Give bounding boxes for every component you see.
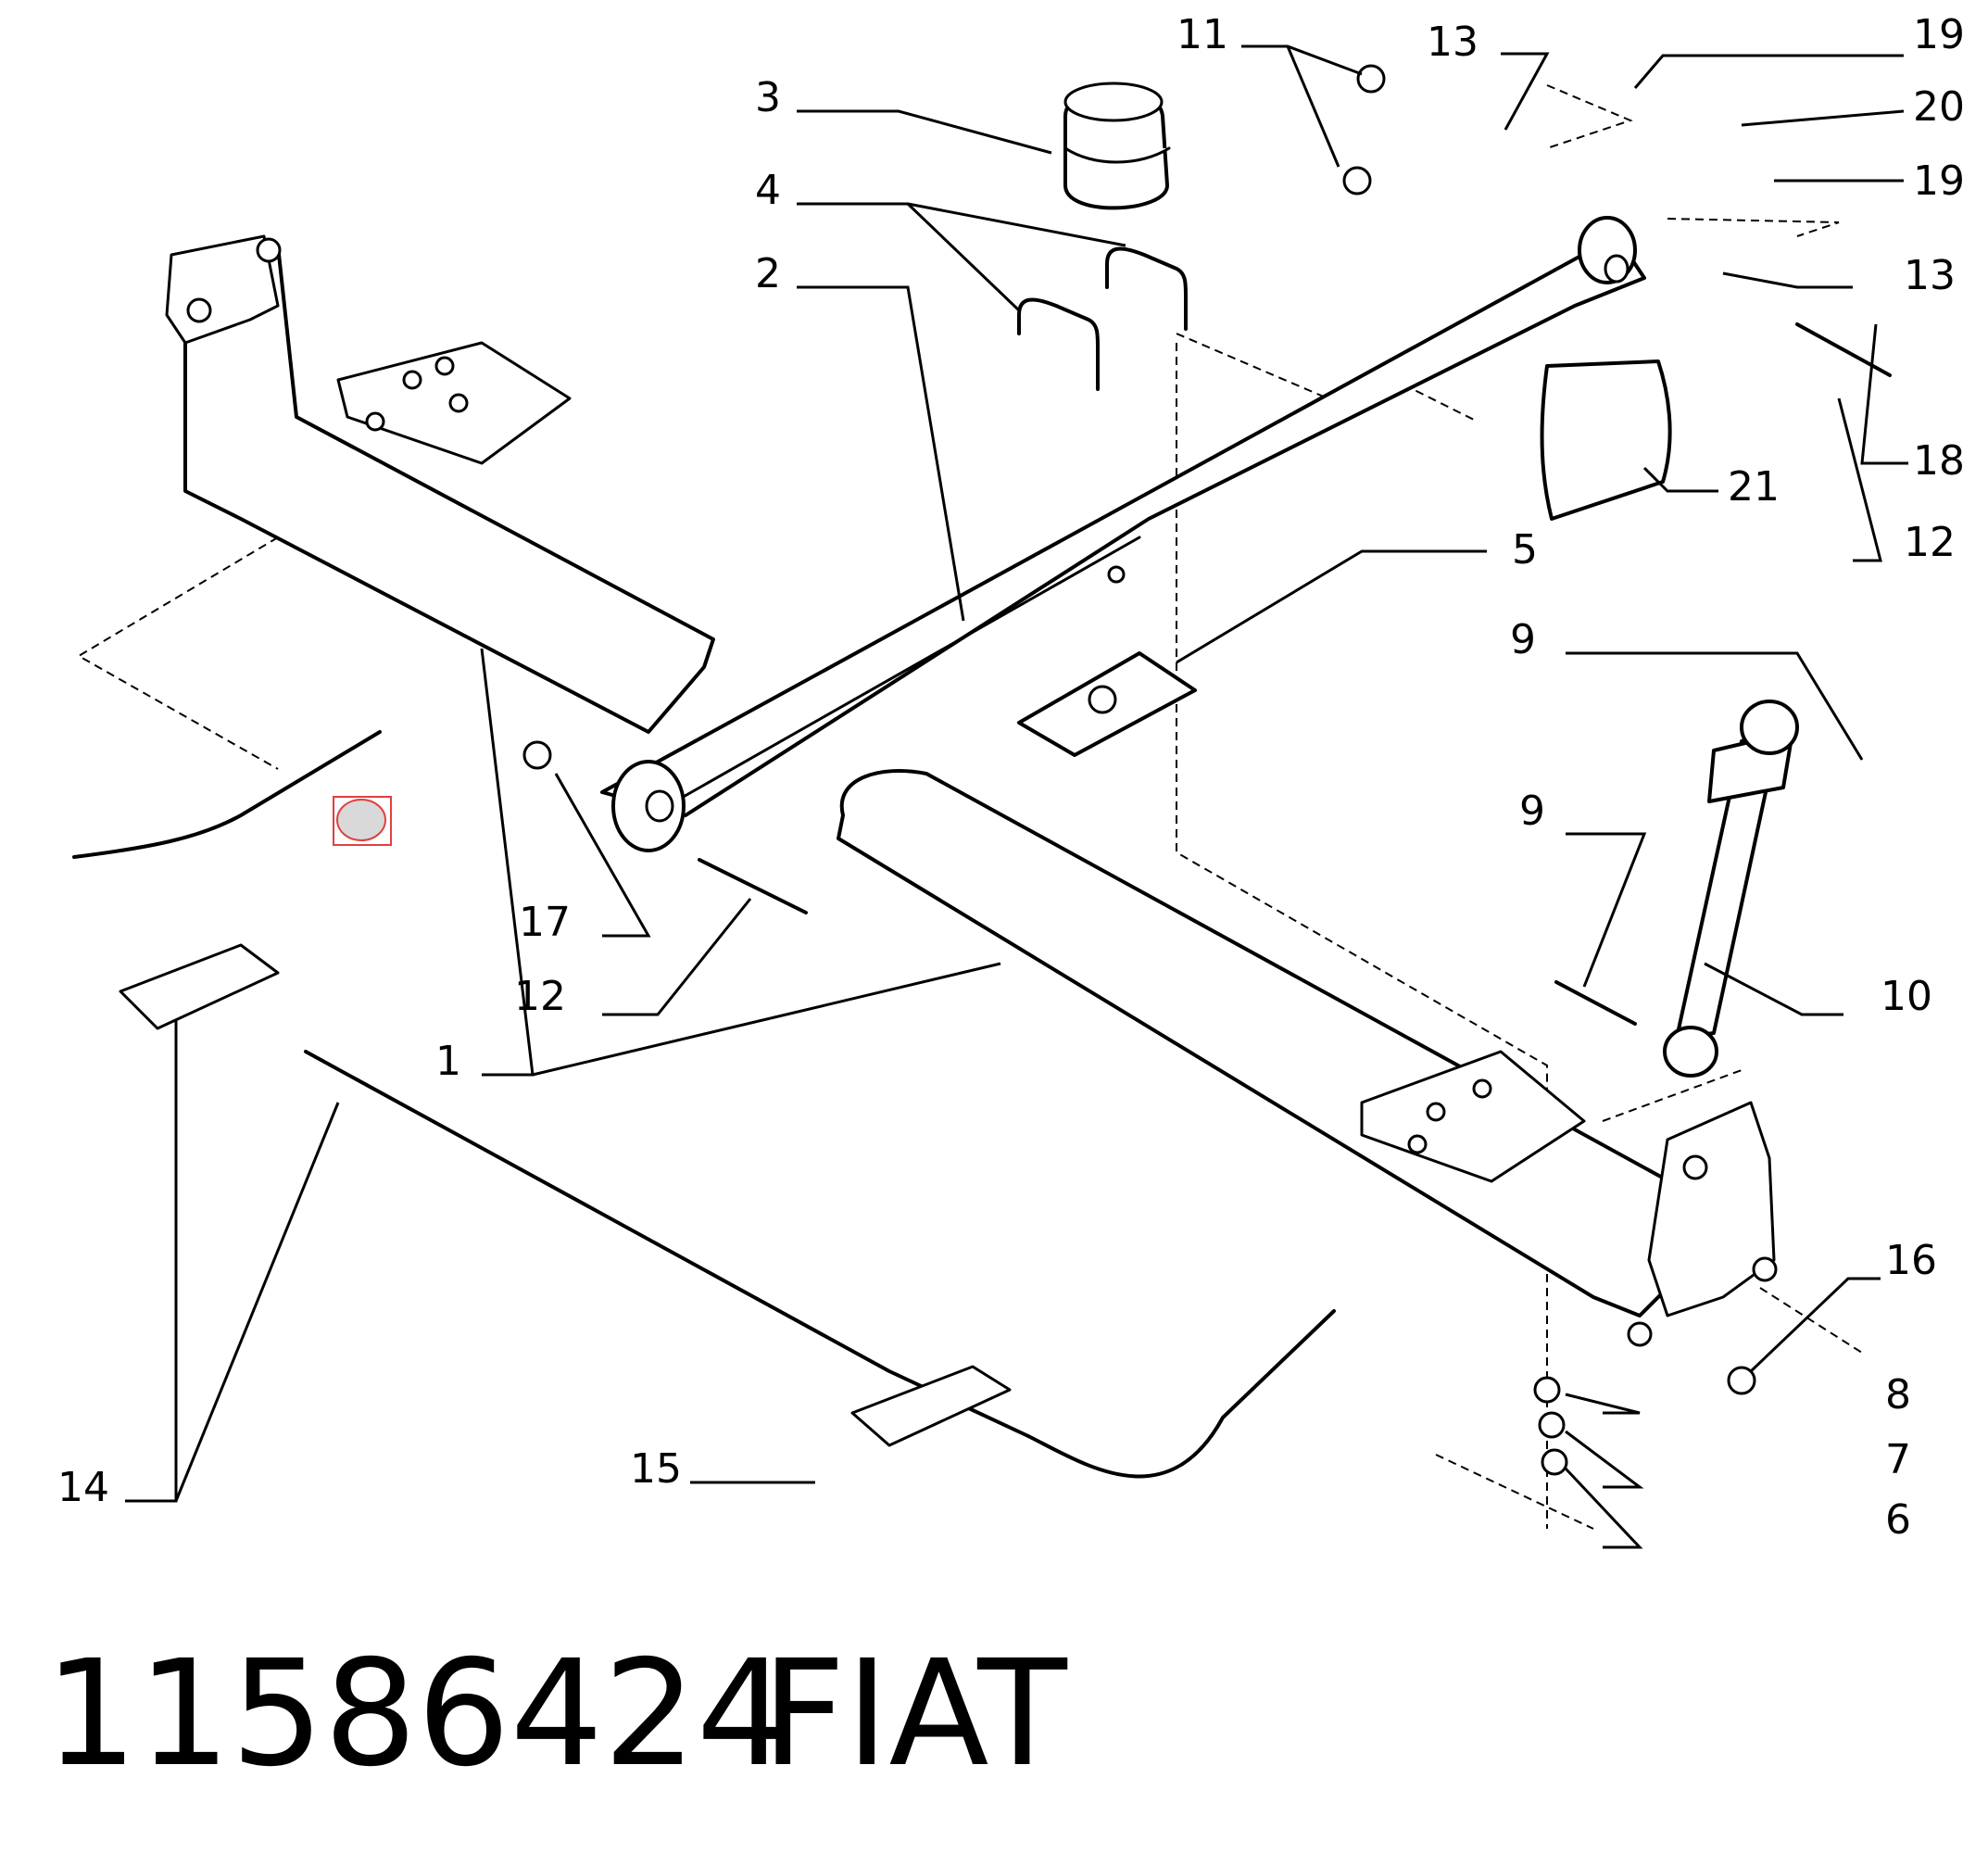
- label-6: 6: [1885, 1496, 1911, 1544]
- label-2: 2: [755, 250, 781, 297]
- label-17: 17: [519, 899, 571, 946]
- u-bolts: [1017, 246, 1188, 391]
- label-18: 18: [1913, 437, 1965, 485]
- brand-name: FIAT: [761, 1629, 1067, 1799]
- label-9-bottom: 9: [1519, 788, 1545, 835]
- label-20: 20: [1913, 83, 1965, 131]
- label-12-right: 12: [1904, 519, 1956, 566]
- label-1: 1: [435, 1038, 461, 1085]
- stabilizer-bar: [72, 730, 1336, 1479]
- label-5: 5: [1512, 526, 1538, 574]
- footer: 11586424 FIAT: [0, 1631, 1988, 1797]
- callout-labels: 1 2 3 4 5 6 7 8 9 9 10 11 12 12 13 13 14…: [57, 11, 1965, 1544]
- label-8: 8: [1885, 1371, 1911, 1418]
- shock-absorber: [1663, 700, 1799, 1078]
- bump-stop: [1063, 82, 1171, 210]
- label-19-top: 19: [1913, 11, 1965, 58]
- axle-beam-rear: [165, 234, 715, 734]
- label-15: 15: [630, 1445, 682, 1493]
- hardware: [522, 64, 1892, 1476]
- label-13-right: 13: [1904, 252, 1956, 299]
- axle-beam-front: [837, 769, 1778, 1347]
- leader-lines: [125, 44, 1908, 1549]
- label-10: 10: [1881, 973, 1932, 1020]
- label-21: 21: [1728, 463, 1780, 511]
- label-4: 4: [755, 167, 781, 214]
- spring-plate: [1017, 651, 1197, 757]
- exploded-suspension-diagram: 1 2 3 4 5 6 7 8 9 9 10 11 12 12 13 13 14…: [57, 11, 1965, 1549]
- highlighted-part: [333, 796, 392, 846]
- label-7: 7: [1885, 1436, 1911, 1483]
- part-number: 11586424: [44, 1629, 790, 1799]
- label-14: 14: [57, 1464, 109, 1511]
- label-16: 16: [1885, 1237, 1937, 1284]
- leaf-spring: [600, 216, 1646, 852]
- label-12-left: 12: [514, 973, 566, 1020]
- label-11: 11: [1176, 11, 1228, 58]
- label-3: 3: [755, 74, 781, 121]
- label-19-mid: 19: [1913, 158, 1965, 205]
- repair-kit: [1540, 359, 1672, 521]
- label-9-top: 9: [1510, 616, 1536, 663]
- label-13-top: 13: [1427, 19, 1478, 66]
